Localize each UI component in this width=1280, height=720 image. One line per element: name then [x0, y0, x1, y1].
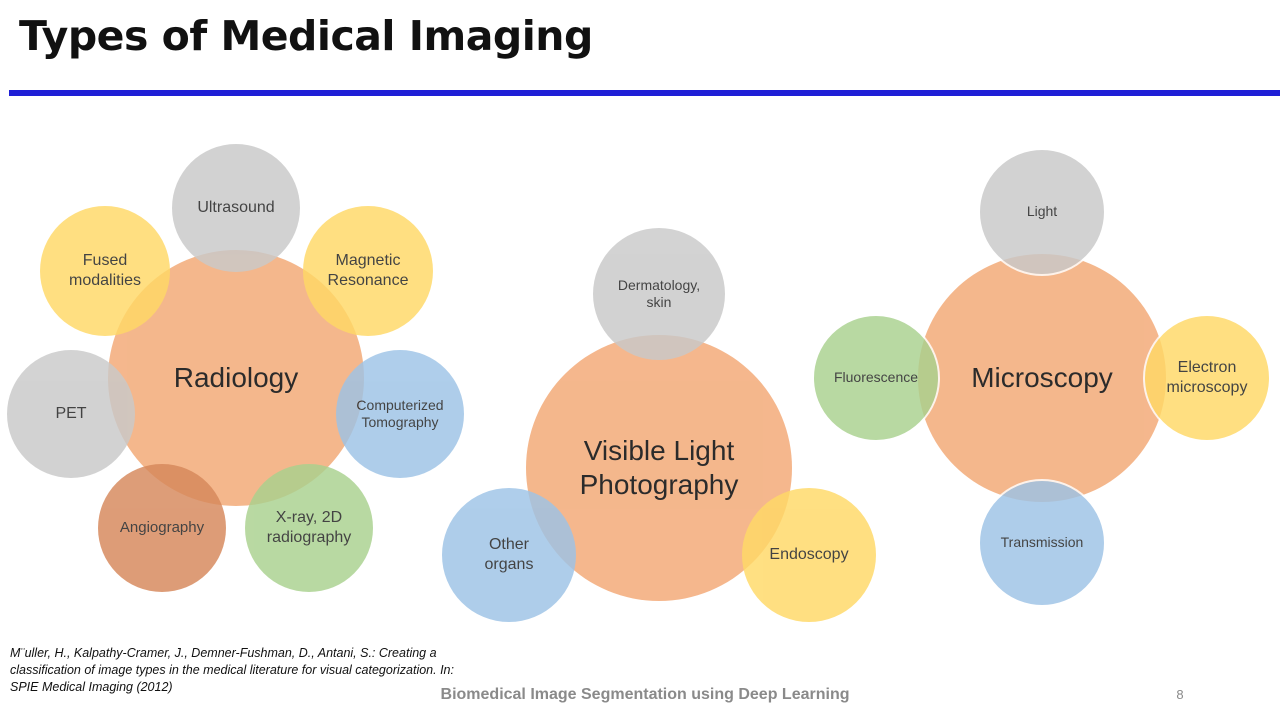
- fluorescence-label: Fluorescence: [833, 369, 919, 386]
- light-node: Light: [978, 148, 1106, 276]
- footer-title: Biomedical Image Segmentation using Deep…: [440, 686, 850, 703]
- ultrasound-label: Ultrasound: [197, 199, 275, 217]
- magnetic-resonance-label: Magnetic Resonance: [327, 252, 409, 289]
- light-label: Light: [1026, 203, 1058, 220]
- transmission-label: Transmission: [1000, 534, 1084, 551]
- xray-node: X-ray, 2D radiography: [245, 464, 373, 592]
- angiography-node: Angiography: [98, 464, 226, 592]
- endoscopy-label: Endoscopy: [769, 546, 849, 564]
- ultrasound-node: Ultrasound: [172, 144, 300, 272]
- citation: M¨uller, H., Kalpathy-Cramer, J., Demner…: [10, 646, 454, 694]
- page-number: 8: [1176, 687, 1184, 702]
- magnetic-resonance-node: Magnetic Resonance: [303, 206, 433, 336]
- title-divider: [9, 90, 1280, 96]
- dermatology-label: Dermatology, skin: [617, 276, 701, 310]
- microscopy-label: Microscopy: [971, 361, 1113, 393]
- electron-microscopy-label: Electron microscopy: [1166, 359, 1248, 396]
- computerized-tomography-label: Computerized Tomography: [356, 396, 444, 430]
- fused-modalities-node: Fused modalities: [40, 206, 170, 336]
- visible-light-label: Visible Light Photography: [579, 434, 739, 500]
- fluorescence-node: Fluorescence: [812, 314, 940, 442]
- radiology-label: Radiology: [173, 361, 299, 393]
- fused-modalities-label: Fused modalities: [68, 252, 142, 289]
- transmission-node: Transmission: [978, 479, 1106, 607]
- pet-label: PET: [55, 405, 87, 423]
- endoscopy-node: Endoscopy: [742, 488, 876, 622]
- angiography-label: Angiography: [119, 518, 205, 536]
- microscopy-center: Microscopy: [918, 254, 1166, 502]
- pet-node: PET: [7, 350, 135, 478]
- electron-microscopy-node: Electron microscopy: [1143, 314, 1271, 442]
- computerized-tomography-node: Computerized Tomography: [336, 350, 464, 478]
- slide-title: Types of Medical Imaging: [19, 12, 593, 60]
- dermatology-node: Dermatology, skin: [593, 228, 725, 360]
- other-organs-label: Other organs: [484, 536, 534, 573]
- xray-label: X-ray, 2D radiography: [266, 509, 352, 546]
- other-organs-node: Other organs: [442, 488, 576, 622]
